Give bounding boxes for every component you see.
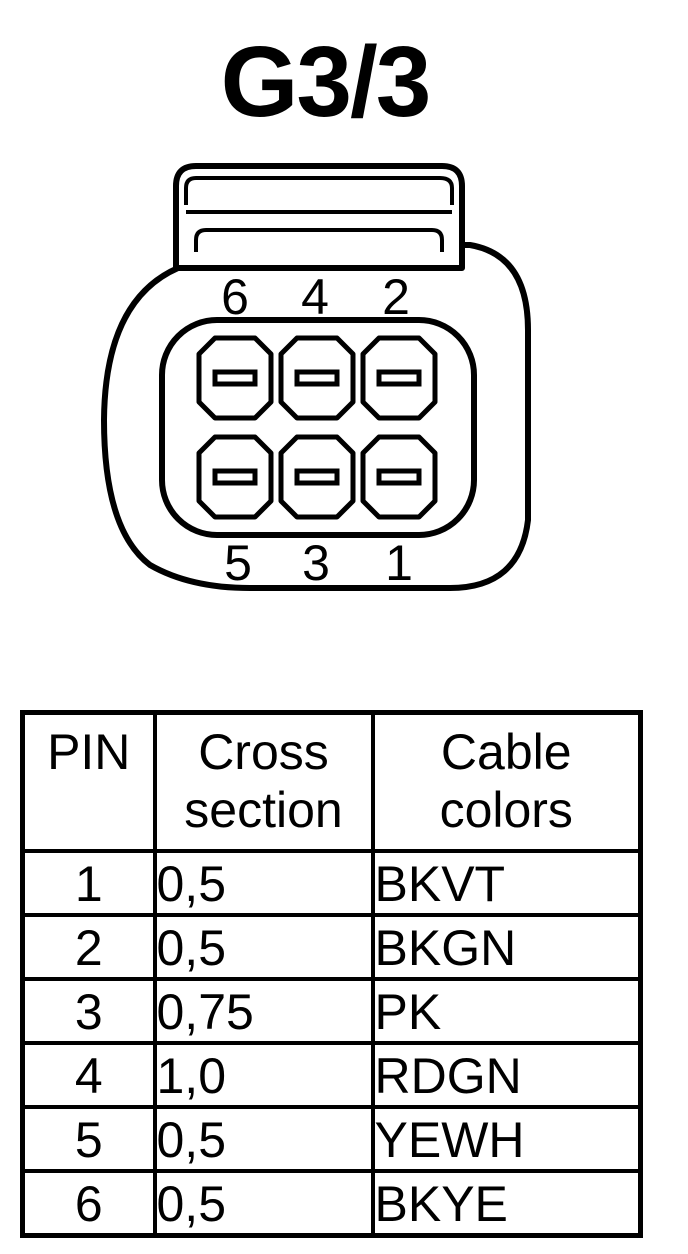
cell-cross-section: 0,5 [152,913,375,981]
cell-pin: 5 [20,1105,157,1173]
cell-cable-color: PK [370,977,643,1045]
cell-cross-section: 0,5 [152,1105,375,1173]
cell-pin: 4 [20,1041,157,1109]
pin-label-1: 1 [385,535,413,591]
header-cross-section-line2: section [184,782,343,838]
table-row: 4 1,0 RDGN [20,1041,643,1109]
cell-cross-section: 0,75 [152,977,375,1045]
pin-label-4: 4 [301,269,329,325]
table-row: 5 0,5 YEWH [20,1105,643,1173]
cell-cable-color: BKYE [370,1169,643,1238]
cell-pin: 1 [20,849,157,917]
pin-table: PIN Cross section Cable colors 1 0,5 BKV… [20,710,643,1238]
cell-cable-color: YEWH [370,1105,643,1173]
cell-cross-section: 1,0 [152,1041,375,1109]
connector-housing [101,242,531,591]
table-row: 3 0,75 PK [20,977,643,1045]
cell-pin: 6 [20,1169,157,1238]
pin-slot-6 [212,369,258,387]
table-row: 6 0,5 BKYE [20,1169,643,1238]
connector-title: G3/3 [220,26,432,138]
connector-diagram: 6 4 2 5 3 1 [101,163,531,591]
cell-cable-color: BKGN [370,913,643,981]
pin-label-3: 3 [302,535,330,591]
pin-table-header: PIN Cross section Cable colors [20,710,643,853]
pin-label-2: 2 [382,269,410,325]
cell-cross-section: 0,5 [152,1169,375,1238]
table-row: 1 0,5 BKVT [20,849,643,917]
header-cable-colors-line1: Cable [440,724,572,780]
cell-cross-section: 0,5 [152,849,375,917]
pin-slot-4 [294,369,340,387]
cell-pin: 3 [20,977,157,1045]
pin-row-top [196,335,438,421]
pin-cavity [159,317,477,538]
cell-cable-color: BKVT [370,849,643,917]
header-cable-colors-line2: colors [439,782,573,838]
pin-label-5: 5 [224,535,252,591]
pin-label-6: 6 [221,269,249,325]
header-pin: PIN [20,710,157,853]
header-cross-section: Cross section [152,710,375,853]
pin-row-bottom [196,434,438,520]
table-row: 2 0,5 BKGN [20,913,643,981]
cell-pin: 2 [20,913,157,981]
cell-cable-color: RDGN [370,1041,643,1109]
connector-latch [173,163,465,271]
header-cross-section-line1: Cross [198,724,329,780]
header-cable-colors: Cable colors [370,710,643,853]
header-pin-text: PIN [47,724,131,780]
pin-slot-3 [294,468,340,486]
pin-slot-5 [212,468,258,486]
pin-slot-1 [376,468,422,486]
pin-slot-2 [376,369,422,387]
